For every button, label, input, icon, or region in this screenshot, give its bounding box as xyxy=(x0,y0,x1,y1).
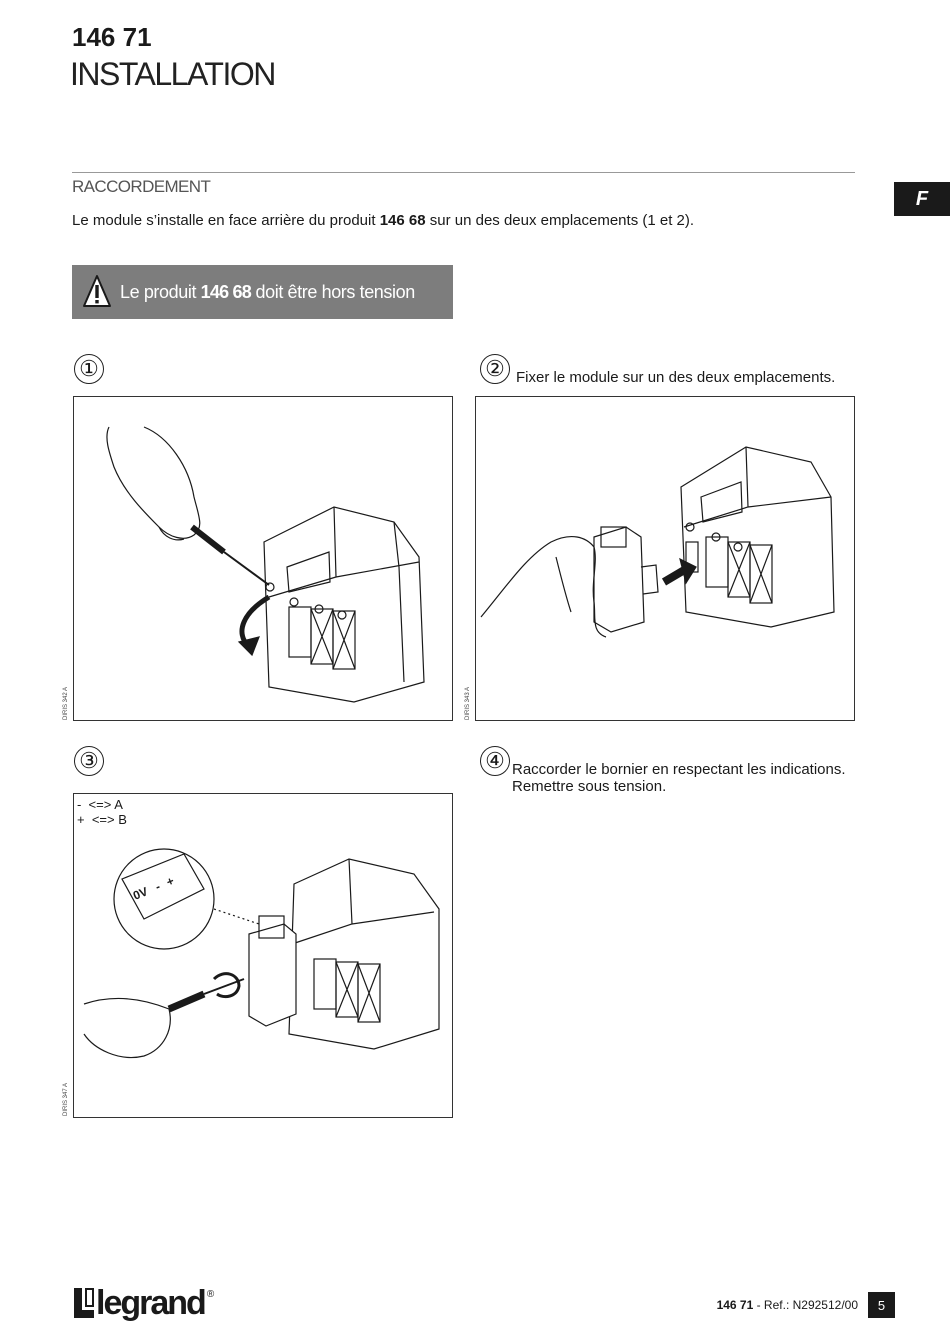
terminal-label-0v: 0V xyxy=(131,884,150,902)
step-2-text: Fixer le module sur un des deux emplacem… xyxy=(516,369,836,386)
step-3-reference: DIRIS 347 A xyxy=(63,1082,69,1116)
registered-mark: ® xyxy=(206,1289,215,1300)
step-2-illustration xyxy=(475,396,855,721)
intro-text-before: Le module s’installe en face arrière du … xyxy=(72,212,380,229)
step-1-reference: DIRIS 342 A xyxy=(63,686,69,720)
intro-product: 146 68 xyxy=(379,212,426,229)
page-number: 5 xyxy=(868,1292,895,1318)
step-4-text-line2: Remettre sous tension. xyxy=(512,778,667,795)
step-3-drawing: 0V - + xyxy=(83,848,440,1058)
product-code: 146 71 xyxy=(72,22,152,52)
warning-text-before: Le produit xyxy=(120,282,201,302)
step-2-reference: DIRIS 343 A xyxy=(465,686,471,720)
terminal-label-minus: - xyxy=(153,879,162,893)
step-4-text-line1: Raccorder le bornier en respectant les i… xyxy=(512,761,846,778)
warning-triangle-icon xyxy=(83,275,111,307)
footer-reference: 146 71 - Ref.: N292512/00 xyxy=(717,1298,858,1312)
legend-plus: + <=> B xyxy=(77,812,127,827)
warning-text: Le produit 146 68 doit être hors tension xyxy=(120,282,415,303)
step-1-drawing xyxy=(106,426,425,703)
step-1-number: ① xyxy=(74,354,104,384)
section-divider xyxy=(72,172,855,173)
legend-minus: - <=> A xyxy=(77,797,123,812)
legrand-logo: legrand ® xyxy=(72,1286,214,1320)
terminal-label-plus: + xyxy=(164,874,176,890)
warning-banner: Le produit 146 68 doit être hors tension xyxy=(72,265,453,319)
footer-code: 146 71 xyxy=(716,1298,754,1312)
intro-text-after: sur un des deux emplacements (1 et 2). xyxy=(425,212,695,229)
intro-paragraph: Le module s’installe en face arrière du … xyxy=(72,212,694,229)
legrand-mark-icon xyxy=(74,1288,94,1318)
warning-product: 146 68 xyxy=(200,282,252,302)
legrand-wordmark: legrand xyxy=(96,1284,207,1322)
step-2-number: ② xyxy=(480,354,510,384)
page-title: INSTALLATION xyxy=(70,56,276,92)
section-title: RACCORDEMENT xyxy=(72,177,211,196)
step-4-number: ④ xyxy=(480,746,510,776)
warning-text-after: doit être hors tension xyxy=(250,282,416,302)
step-3-number: ③ xyxy=(74,746,104,776)
language-tab: F xyxy=(894,182,950,216)
footer-ref-text: - Ref.: N292512/00 xyxy=(753,1298,858,1312)
step-1-illustration xyxy=(73,396,453,721)
step-2-drawing xyxy=(480,446,835,638)
step-3-illustration: - <=> A + <=> B 0V xyxy=(73,793,453,1118)
